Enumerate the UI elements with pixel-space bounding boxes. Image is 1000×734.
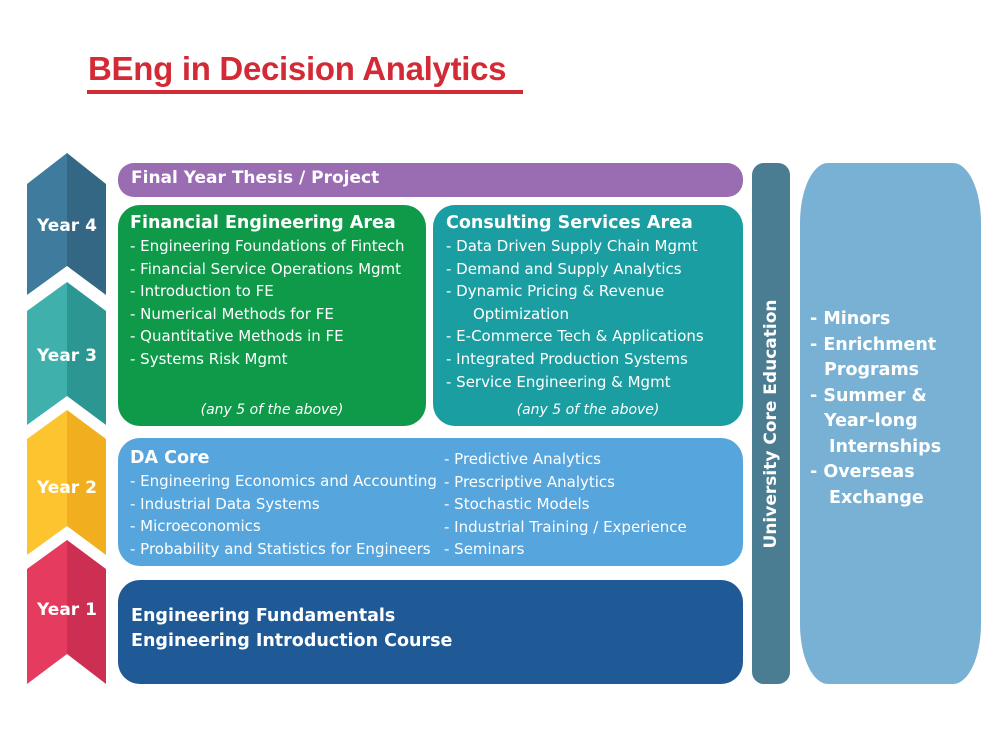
- list-item: - Numerical Methods for FE: [130, 304, 334, 323]
- list-item: - Integrated Production Systems: [446, 349, 688, 368]
- selection-note: (any 5 of the above): [200, 402, 344, 418]
- title-underline: [87, 90, 523, 94]
- consulting-services-box: Consulting Services Area - Data Driven S…: [433, 205, 743, 426]
- list-item: Engineering Introduction Course: [131, 631, 453, 651]
- da-core-box: DA Core - Engineering Economics and Acco…: [118, 438, 743, 566]
- list-item: - Quantitative Methods in FE: [130, 327, 344, 346]
- year-1-box: Engineering Fundamentals Engineering Int…: [118, 580, 743, 684]
- chevron-year-2: [27, 410, 106, 555]
- list-item: - Microeconomics: [130, 517, 261, 536]
- list-item: - Data Driven Supply Chain Mgmt: [446, 237, 698, 255]
- list-item: - Industrial Training / Experience: [444, 517, 687, 536]
- list-item: Internships: [829, 436, 942, 457]
- list-item: - Predictive Analytics: [444, 450, 602, 468]
- list-item: Exchange: [829, 487, 924, 508]
- list-item: - Systems Risk Mgmt: [130, 349, 288, 368]
- financial-heading: Financial Engineering Area: [130, 213, 396, 233]
- thesis-box: Final Year Thesis / Project: [118, 163, 743, 197]
- selection-note: (any 5 of the above): [516, 402, 660, 418]
- page-title: BEng in Decision Analytics: [88, 50, 507, 87]
- chevron-left-half: [27, 410, 67, 555]
- list-item: Engineering Fundamentals: [131, 606, 396, 626]
- list-item: - Prescriptive Analytics: [444, 472, 615, 491]
- chevron-left-half: [27, 153, 67, 295]
- chevron-year-3: [27, 282, 106, 425]
- list-item: - Industrial Data Systems: [130, 494, 320, 513]
- list-item: - Introduction to FE: [130, 282, 274, 301]
- university-core-label: University Core Education: [761, 299, 781, 548]
- list-item: - Service Engineering & Mgmt: [446, 372, 671, 391]
- list-item: - E-Commerce Tech & Applications: [446, 327, 704, 346]
- chevron-year-1: [27, 540, 106, 684]
- list-item: - Summer &: [810, 385, 927, 406]
- year-chevrons: [27, 153, 106, 684]
- list-item: - Enrichment: [810, 334, 937, 355]
- list-item: Programs: [824, 360, 920, 380]
- chevron-right-half: [67, 153, 106, 295]
- list-item: Year-long: [824, 411, 918, 431]
- chevron-left-half: [27, 282, 67, 425]
- options-panel: - Minors - Enrichment Programs - Summer …: [800, 163, 981, 684]
- list-item: - Financial Service Operations Mgmt: [130, 259, 402, 278]
- list-item: - Stochastic Models: [444, 495, 590, 514]
- list-item: - Demand and Supply Analytics: [446, 259, 682, 278]
- list-item: - Probability and Statistics for Enginee…: [130, 539, 431, 558]
- list-item: - Engineering Foundations of Fintech: [130, 237, 405, 255]
- chevron-left-half: [27, 540, 67, 684]
- list-item: - Engineering Economics and Accounting: [130, 472, 437, 490]
- list-item: - Seminars: [444, 540, 525, 559]
- consulting-heading: Consulting Services Area: [446, 213, 693, 233]
- financial-engineering-box: Financial Engineering Area - Engineering…: [118, 205, 426, 426]
- university-core-bar: University Core Education: [752, 163, 790, 684]
- list-item: - Overseas: [810, 462, 915, 482]
- chevron-year-4: [27, 153, 106, 295]
- list-item: - Dynamic Pricing & Revenue: [446, 282, 665, 301]
- chevron-right-half: [67, 282, 106, 425]
- list-item: - Minors: [810, 309, 891, 329]
- year-1-label: Year 1: [37, 600, 97, 620]
- chevron-right-half: [67, 540, 106, 684]
- year-3-label: Year 3: [37, 346, 97, 366]
- year-4-label: Year 4: [37, 216, 97, 236]
- da-core-right-column: - Predictive Analytics - Prescriptive An…: [444, 448, 687, 561]
- da-core-heading: DA Core: [130, 448, 210, 468]
- year-2-label: Year 2: [37, 478, 97, 498]
- chevron-right-half: [67, 410, 106, 555]
- list-item: Optimization: [473, 304, 569, 323]
